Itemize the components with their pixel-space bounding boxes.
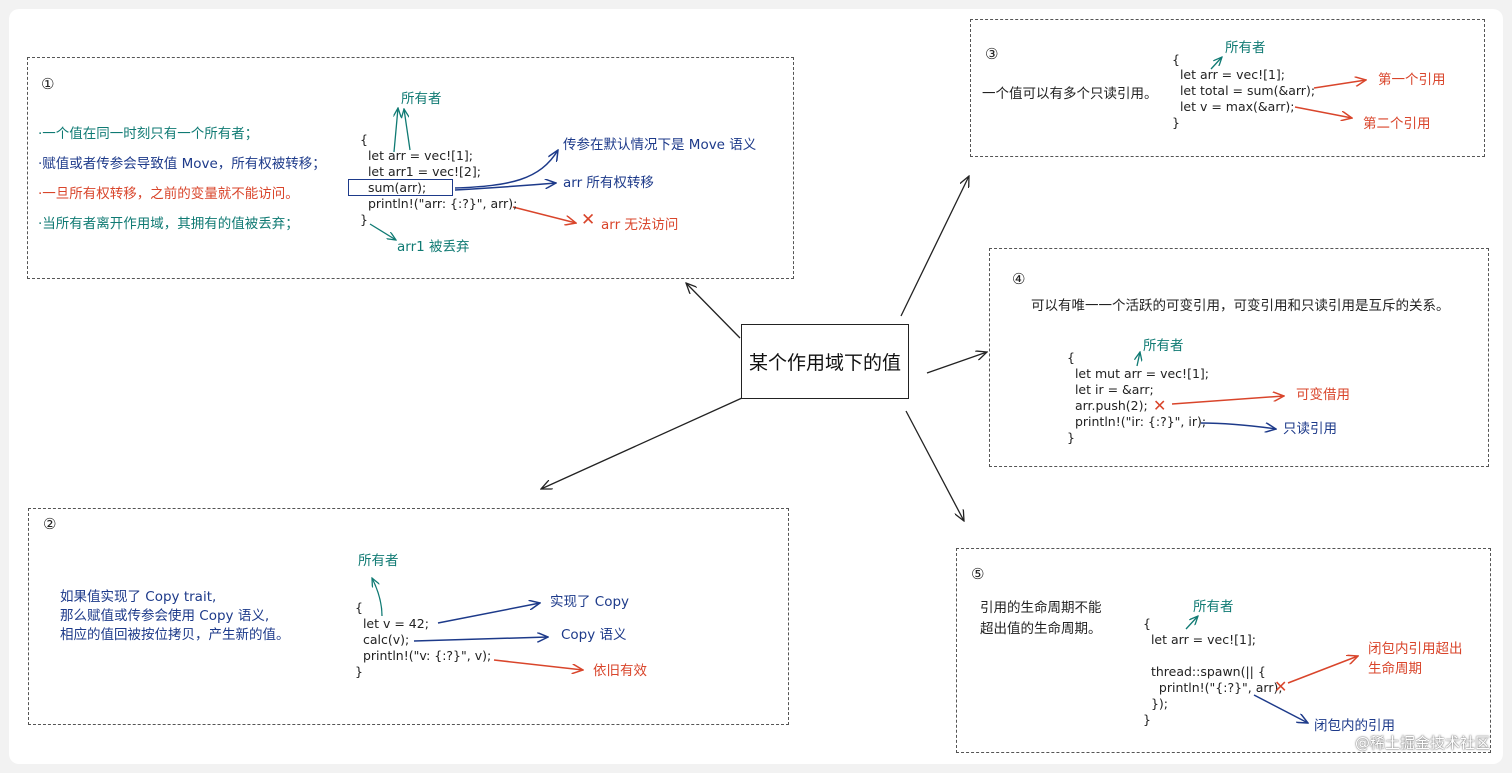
box2-code-line-5: } [355, 664, 363, 679]
box2-ann-impl-copy: 实现了 Copy [550, 594, 630, 610]
box1-code-line-5: println!("arr: {:?}", arr); [360, 196, 518, 211]
center-label: 某个作用域下的值 [748, 352, 901, 374]
box1-ann-dropped: arr1 被丢弃 [397, 239, 470, 255]
box3-code-line-3: let total = sum(&arr); [1172, 83, 1316, 98]
box1-owner-label: 所有者 [401, 91, 442, 107]
box1-code-line-3: let arr1 = vec![2]; [360, 164, 481, 179]
box3-code-line-5: } [1172, 115, 1180, 130]
box1-note-1: ·一个值在同一时刻只有一个所有者； [38, 126, 259, 142]
box3-number: ③ [985, 45, 999, 63]
box5-note-2: 超出值的生命周期。 [980, 621, 1102, 637]
box1-sum-highlight [348, 179, 453, 196]
box5-number: ⑤ [971, 565, 985, 583]
box4-code-line-5: println!("ir: {:?}", ir); [1067, 414, 1207, 429]
box2-ann-still-valid: 依旧有效 [593, 663, 647, 679]
box3-code-line-2: let arr = vec![1]; [1172, 67, 1286, 82]
box1-number: ① [41, 75, 55, 93]
box2-number: ② [43, 515, 57, 533]
box5-ann-outlive-2: 生命周期 [1368, 661, 1422, 677]
box4-code-line-1: { [1067, 350, 1075, 365]
box4-code-line-2: let mut arr = vec![1]; [1067, 366, 1209, 381]
box1-code-line-2: let arr = vec![1]; [360, 148, 474, 163]
box5-code-line-1: { [1143, 616, 1151, 631]
box5-owner-label: 所有者 [1193, 599, 1234, 615]
box5-code-line-6: }); [1143, 696, 1168, 711]
box3-note: 一个值可以有多个只读引用。 [982, 86, 1158, 102]
box4-code-line-6: } [1067, 430, 1075, 445]
box4-code-line-3: let ir = &arr; [1067, 382, 1154, 397]
box1-panel [27, 57, 794, 279]
box4-ann-mut-borrow: 可变借用 [1296, 387, 1350, 403]
box5-code-line-2: let arr = vec![1]; [1143, 632, 1257, 647]
box3-code-line-1: { [1172, 52, 1180, 67]
box1-note-4: ·当所有者离开作用域，其拥有的值被丢弃； [38, 216, 299, 232]
box2-code-line-3: calc(v); [355, 632, 410, 647]
box2-ann-copy-semantic: Copy 语义 [561, 627, 627, 643]
box3-ann-second-ref: 第二个引用 [1363, 116, 1431, 132]
box2-note-3: 相应的值回被按位拷贝，产生新的值。 [60, 627, 290, 643]
box5-code-line-4: thread::spawn(|| { [1143, 664, 1266, 679]
box1-note-3: ·一旦所有权转移，之前的变量就不能访问。 [38, 186, 299, 202]
box4-note: 可以有唯一一个活跃的可变引用，可变引用和只读引用是互斥的关系。 [1031, 298, 1450, 314]
box1-ann-no-access: arr 无法访问 [601, 217, 679, 233]
box4-owner-label: 所有者 [1143, 338, 1184, 354]
box5-ann-outlive-1: 闭包内引用超出 [1368, 641, 1463, 657]
box1-code-line-6: } [360, 212, 368, 227]
box1-note-2: ·赋值或者传参会导致值 Move，所有权被转移； [38, 156, 326, 172]
box2-code-line-4: println!("v: {:?}", v); [355, 648, 492, 663]
box1-ann-move-semantic: 传参在默认情况下是 Move 语义 [563, 137, 757, 153]
box4-code-line-4: arr.push(2); [1067, 398, 1148, 413]
box2-owner-label: 所有者 [358, 553, 399, 569]
box5-cross-mark: ✕ [1274, 677, 1288, 696]
box3-code-line-4: let v = max(&arr); [1172, 99, 1295, 114]
box4-number: ④ [1012, 270, 1026, 288]
box4-ann-readonly-ref: 只读引用 [1283, 421, 1337, 437]
box5-ann-closure-ref: 闭包内的引用 [1314, 718, 1395, 734]
box1-code-line-1: { [360, 132, 368, 147]
box2-note-1: 如果值实现了 Copy trait, [60, 589, 217, 605]
box4-panel [989, 248, 1489, 467]
center-node: 某个作用域下的值 [741, 324, 909, 399]
box1-ann-transfer: arr 所有权转移 [563, 175, 654, 191]
box2-note-2: 那么赋值或传参会使用 Copy 语义, [60, 608, 270, 624]
box1-cross-mark: ✕ [581, 210, 596, 230]
box2-panel [28, 508, 789, 725]
box3-ann-first-ref: 第一个引用 [1378, 72, 1446, 88]
watermark: @稀土掘金技术社区 [1354, 734, 1490, 752]
box5-code-line-5: println!("{:?}", arr); [1143, 680, 1283, 695]
box1-code-line-4: sum(arr); [360, 180, 427, 195]
box2-code-line-2: let v = 42; [355, 616, 429, 631]
box5-note-1: 引用的生命周期不能 [980, 600, 1102, 616]
box2-code-line-1: { [355, 600, 363, 615]
box4-cross-mark: ✕ [1153, 396, 1167, 415]
box5-code-line-7: } [1143, 712, 1151, 727]
box5-panel [956, 548, 1491, 753]
box3-panel [970, 19, 1485, 157]
box3-owner-label: 所有者 [1225, 40, 1266, 56]
